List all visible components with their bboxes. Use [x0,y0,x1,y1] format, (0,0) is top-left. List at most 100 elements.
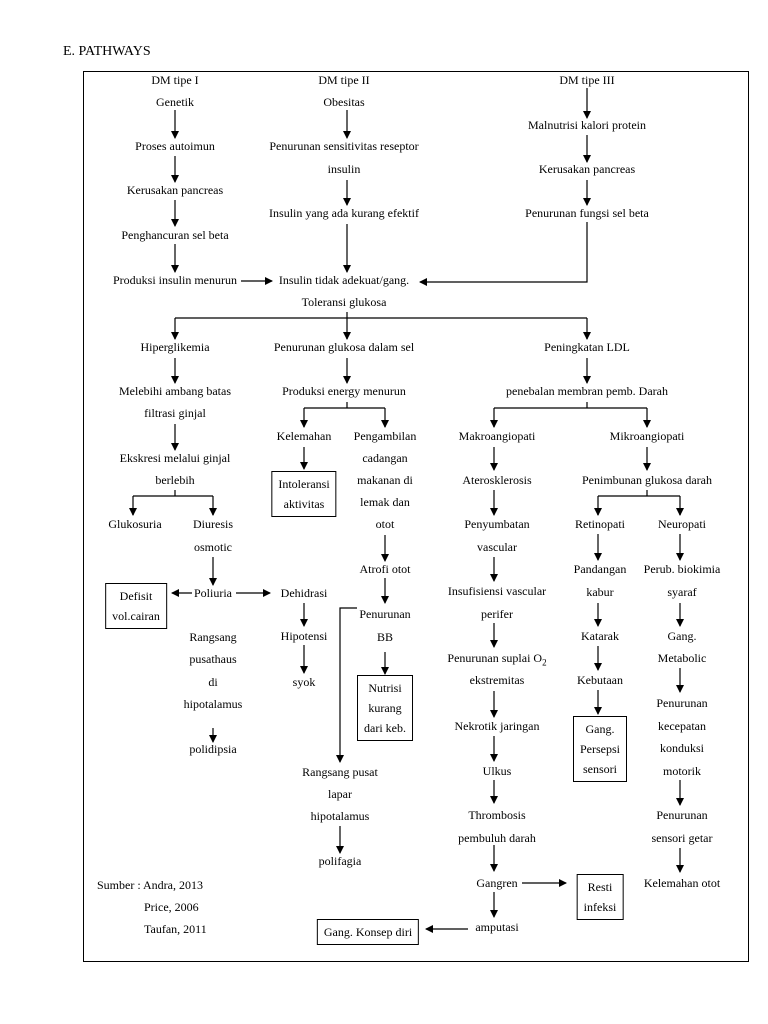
node-penurunan-konduksi-line3: konduksi [659,741,705,755]
node-rangsang-lapar-line3: hipotalamus [310,809,370,823]
node-kelemahan-otot: Kelemahan otot [643,876,721,890]
node-mikroangiopati: Mikroangiopati [609,429,685,443]
node-penurunan-konduksi-line2: kecepatan [658,719,706,733]
node-suplai-subscript: 2 [542,657,547,668]
node-rangsang-haus-line4: hipotalamus [183,697,243,711]
split-energy [303,402,386,427]
node-penurunan-konduksi-line4: motorik [663,764,701,778]
node-penurunan-sensitivitas-line2: insulin [327,162,361,176]
node-insufisiensi: Insufisiensi vascular [447,584,547,598]
node-pengambilan-line3: makanan di [357,473,413,487]
node-glukosuria: Glukosuria [108,517,162,531]
node-penebalan-membran: penebalan membran pemb. Darah [506,384,668,398]
node-suplai-line2: ekstremitas [469,673,525,687]
node-kerusakan-pancreas-1: Kerusakan pancreas [126,183,224,197]
node-hiperglikemia: Hiperglikemia [140,340,210,354]
node-ulkus: Ulkus [482,764,512,778]
node-pengambilan-line4: lemak dan [360,495,410,509]
node-pengambilan: Pengambilan [353,429,417,443]
node-penurunan-fungsi-beta: Penurunan fungsi sel beta [525,206,649,220]
box-intoleransi-line1: Intoleransi [278,477,330,491]
box-gang-persepsi-sensori: Gang. Persepsi sensori [573,716,627,782]
node-dm-tipe-1: DM tipe I [151,73,199,87]
split-penimbunan [597,490,681,515]
node-aterosklerosis: Aterosklerosis [462,473,532,487]
node-dm-tipe-2: DM tipe II [318,73,370,87]
node-ambang-batas: Melebihi ambang batas [119,384,231,398]
box-persepsi-line2: Persepsi [580,742,620,756]
node-polidipsia: polidipsia [189,742,237,756]
node-pengambilan-line5: otot [375,517,395,531]
box-gang-konsep-diri: Gang. Konsep diri [316,919,420,945]
node-thrombosis: Thrombosis [468,808,526,822]
node-penurunan-bb: Penurunan [359,607,411,621]
node-gangren: Gangren [476,876,518,890]
source-taufan: Taufan, 2011 [144,922,207,936]
source-andra: Sumber : Andra, 2013 [97,878,203,892]
diagram-frame [83,71,749,962]
node-penurunan-bb-line2: BB [376,630,394,644]
node-kebutaan: Kebutaan [577,673,623,687]
node-rangsang-haus-line2: pusathaus [189,652,237,666]
node-ambang-batas-line2: filtrasi ginjal [144,406,206,420]
arrow-fungsi-adekuat [419,222,588,286]
node-perub-biokimia: Perub. biokimia [643,562,721,576]
source-price: Price, 2006 [144,900,199,914]
node-rangsang-lapar-line2: lapar [328,787,352,801]
sources-block: Sumber : Andra, 2013 Price, 2006 Taufan,… [97,874,207,940]
node-neuropati: Neuropati [658,517,706,531]
node-produksi-insulin: Produksi insulin menurun [112,273,238,287]
node-atrofi-otot: Atrofi otot [359,562,411,576]
node-syok: syok [292,675,316,689]
node-dm-tipe-3: DM tipe III [559,73,615,87]
node-diuresis: Diuresis [193,517,233,531]
box-nutrisi-line3: dari keb. [364,721,406,735]
split-ekskresi [132,490,214,515]
box-persepsi-line3: sensori [583,762,617,776]
box-resti-infeksi: Resti infeksi [576,874,624,920]
box-nutrisi-kurang: Nutrisi kurang dari keb. [357,675,413,741]
node-rangsang-haus-line3: di [208,675,218,689]
split-main [174,312,588,339]
node-pandangan-kabur: Pandangan [573,562,627,576]
node-insulin-kurang-efektif: Insulin yang ada kurang efektif [269,206,419,220]
node-insufisiensi-line2: perifer [481,607,513,621]
node-produksi-energy: Produksi energy menurun [282,384,406,398]
node-penurunan-sensori-getar-line2: sensori getar [651,831,713,845]
node-penurunan-glukosa: Penurunan glukosa dalam sel [273,340,415,354]
node-retinopati: Retinopati [575,517,625,531]
node-penurunan-sensitivitas: Penurunan sensitivitas reseptor [269,139,419,153]
box-defisit-line2: vol.cairan [112,609,160,623]
node-rangsang-lapar: Rangsang pusat [302,765,378,779]
node-katarak: Katarak [581,629,619,643]
box-konsep-line1: Gang. Konsep diri [323,925,413,939]
node-nekrotik: Nekrotik jaringan [454,719,540,733]
box-nutrisi-line2: kurang [368,701,402,715]
node-amputasi: amputasi [475,920,519,934]
node-penyumbatan-line2: vascular [477,540,517,554]
node-penurunan-konduksi: Penurunan [656,696,708,710]
node-obesitas: Obesitas [323,95,365,109]
node-insulin-tidak-adekuat-line2: Toleransi glukosa [301,295,387,309]
page-title: E. PATHWAYS [63,44,151,59]
node-insulin-tidak-adekuat: Insulin tidak adekuat/gang. [278,273,410,287]
node-polifagia: polifagia [318,854,362,868]
box-defisit-line1: Defisit [119,589,153,603]
box-defisit-vol-cairan: Defisit vol.cairan [105,583,167,629]
node-genetik: Genetik [156,95,194,109]
node-perub-biokimia-line2: syaraf [667,585,697,599]
node-penyumbatan: Penyumbatan [464,517,530,531]
node-suplai-o2: Penurunan suplai O2 [447,647,546,673]
node-ekskresi: Ekskresi melalui ginjal [119,451,231,465]
split-penebalan [493,402,648,427]
node-gang-metabolic-line2: Metabolic [657,651,707,665]
node-kerusakan-pancreas-3: Kerusakan pancreas [538,162,636,176]
box-persepsi-line1: Gang. [585,722,615,736]
node-makroangiopati: Makroangiopati [458,429,536,443]
node-ekskresi-line2: berlebih [155,473,195,487]
node-peningkatan-ldl: Peningkatan LDL [544,340,630,354]
node-proses-autoimun: Proses autoimun [135,139,215,153]
node-suplai-text: Penurunan suplai O [447,651,543,665]
box-intoleransi-line2: aktivitas [283,497,325,511]
